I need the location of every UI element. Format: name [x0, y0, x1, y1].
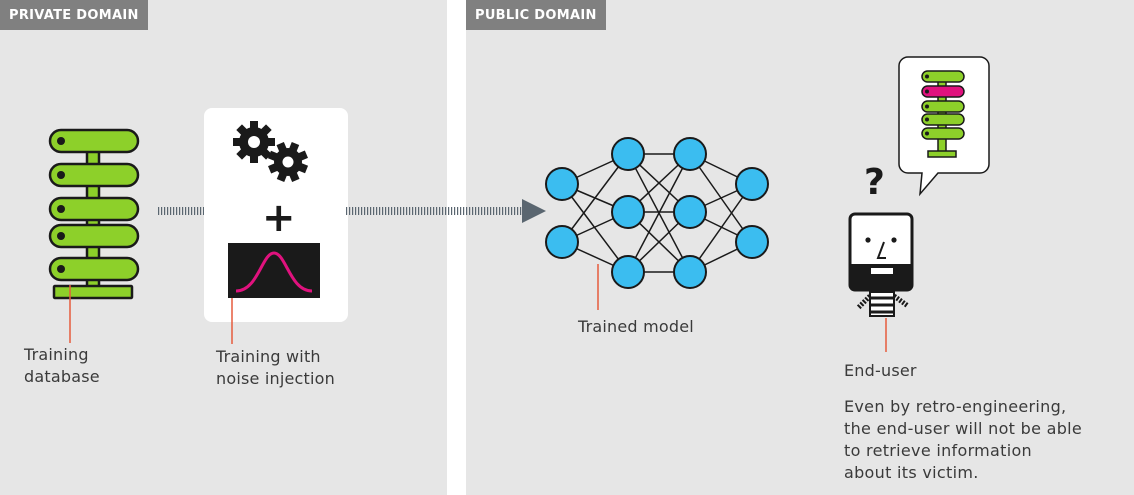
end-user-leader-line: [885, 318, 887, 352]
arrow-icon: [346, 199, 546, 223]
training-noise-label: Training with noise injection: [216, 347, 335, 388]
question-mark: ?: [864, 162, 885, 203]
model-leader-line: [597, 264, 599, 310]
gears-icon: [233, 121, 309, 183]
noise-leader-line: [231, 298, 233, 344]
gaussian-curve-icon: [228, 243, 320, 298]
public-domain-label: PUBLIC DOMAIN: [466, 0, 606, 30]
plus-symbol: +: [262, 195, 296, 241]
private-domain-label: PRIVATE DOMAIN: [0, 0, 148, 30]
connector-dots-1: [158, 207, 204, 215]
database-icon: [48, 128, 140, 300]
end-user-icon: [848, 212, 914, 317]
neural-network-icon: [545, 137, 769, 289]
end-user-caption: Even by retro-engineering, the end-user …: [844, 397, 1083, 482]
end-user-label: End-user: [844, 361, 917, 380]
speech-bubble-icon: [898, 56, 990, 197]
training-database-label: Training database: [24, 345, 100, 386]
trained-model-label: Trained model: [578, 317, 694, 336]
public-domain-panel: PUBLIC DOMAIN: [466, 0, 1134, 495]
database-leader-line: [69, 285, 71, 343]
